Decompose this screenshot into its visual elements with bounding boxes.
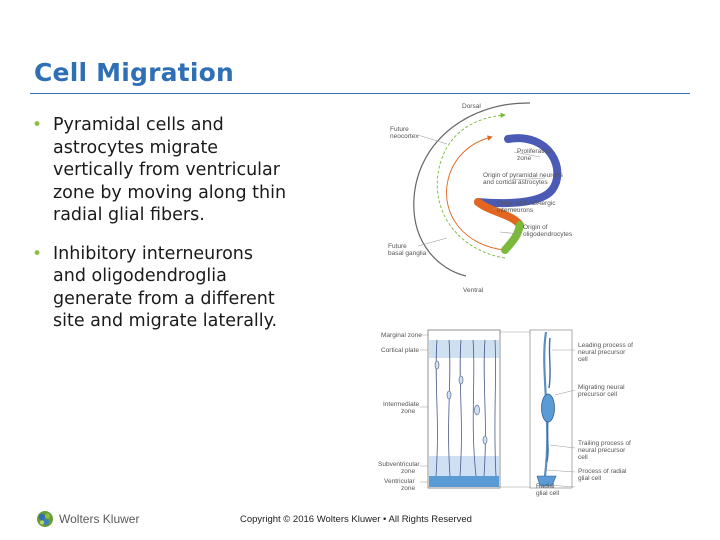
label-intermediate-zone: Intermediate zone [383,401,421,415]
hemisphere-diagram: Dorsal Ventral Future neocortex Future b… [388,102,573,294]
label-ventral: Ventral [463,287,484,294]
leader-line [417,237,448,247]
slide-title: Cell Migration [34,58,234,87]
label-migrating-precursor: Migrating neural precursor cell [578,384,626,398]
wolters-kluwer-logo: Wolters Kluwer [36,510,139,528]
leader-line [509,177,546,181]
logo-globe-icon [37,511,53,527]
leading-process [548,337,551,389]
label-ventricular-zone: Ventricular zone [384,478,417,492]
bullet-line: zone by moving along thin [53,182,287,203]
cortical-plate-band [429,340,499,358]
bullet-line: astrocytes migrate [53,137,219,158]
bullet-dot-icon: • [32,115,43,135]
label-dorsal: Dorsal [462,103,481,110]
bullet-dot-icon: • [32,243,43,264]
label-cortical-plate: Cortical plate [381,347,419,354]
migrating-neural-precursor-cell [541,393,555,423]
zone-ticks [420,334,428,483]
label-future-neocortex: Future neocortex [390,126,419,140]
orange-migration-arc [446,135,506,251]
trailing-process [546,421,549,463]
bullet-item-1: • Pyramidal cells and astrocytes migrate… [30,114,330,227]
right-leader-lines [545,349,576,488]
radial-glial-fibers [435,339,497,477]
leader-line [417,134,448,145]
label-proliferative-zone: Proliferative zone [517,148,553,162]
label-origin-oligodendrocytes: Origin of oligodendrocytes [523,224,573,238]
bullet-line: generate from a different [53,288,275,309]
ventricular-band [429,476,499,487]
label-future-basal-ganglia: Future basal ganglia [388,243,427,257]
brain-outline [413,102,531,277]
leader-line [499,231,521,235]
bullet-line: site and migrate laterally. [53,311,278,331]
bullet-line: and oligodendroglia [53,266,227,286]
bullet-line: radial glial fibers. [53,205,205,225]
green-migration-arc [436,112,506,259]
green-oligodendrocyte-zone [501,221,524,254]
radial-glial-cell-body [536,475,557,487]
label-origin-pyramidal: Origin of pyramidal neurons and cortical… [483,172,565,186]
label-trailing-process: Trailing process of neural precursor cel… [578,440,633,461]
bullet-item-2: • Inhibitory interneurons and oligodendr… [30,243,330,333]
migrating-cells [434,360,488,445]
bullet-list: • Pyramidal cells and astrocytes migrate… [30,114,330,349]
leader-line [513,151,541,158]
bullet-line: Inhibitory interneurons [53,243,254,264]
label-radial-process: Process of radial glial cell [578,468,628,482]
label-leading-process: Leading process of neural precursor cell [578,342,635,363]
label-origin-gaba: Origin of GABAergic interneurons [497,200,557,214]
label-marginal-zone: Marginal zone [381,332,422,339]
subventricular-band [429,456,499,476]
logo-text: Wolters Kluwer [59,512,140,526]
cortex-layers-diagram: Marginal zone Cortical plate Intermediat… [378,329,635,497]
copyright-text: Copyright © 2016 Wolters Kluwer • All Ri… [240,514,472,525]
label-radial-glial-cell: Radial glial cell [536,483,560,497]
bullet-line: Pyramidal cells and [53,115,224,135]
blue-proliferative-zone [474,134,562,208]
bullet-line: vertically from ventricular [53,160,280,180]
title-divider [30,93,690,94]
label-subventricular-zone: Subventricular zone [378,461,421,475]
